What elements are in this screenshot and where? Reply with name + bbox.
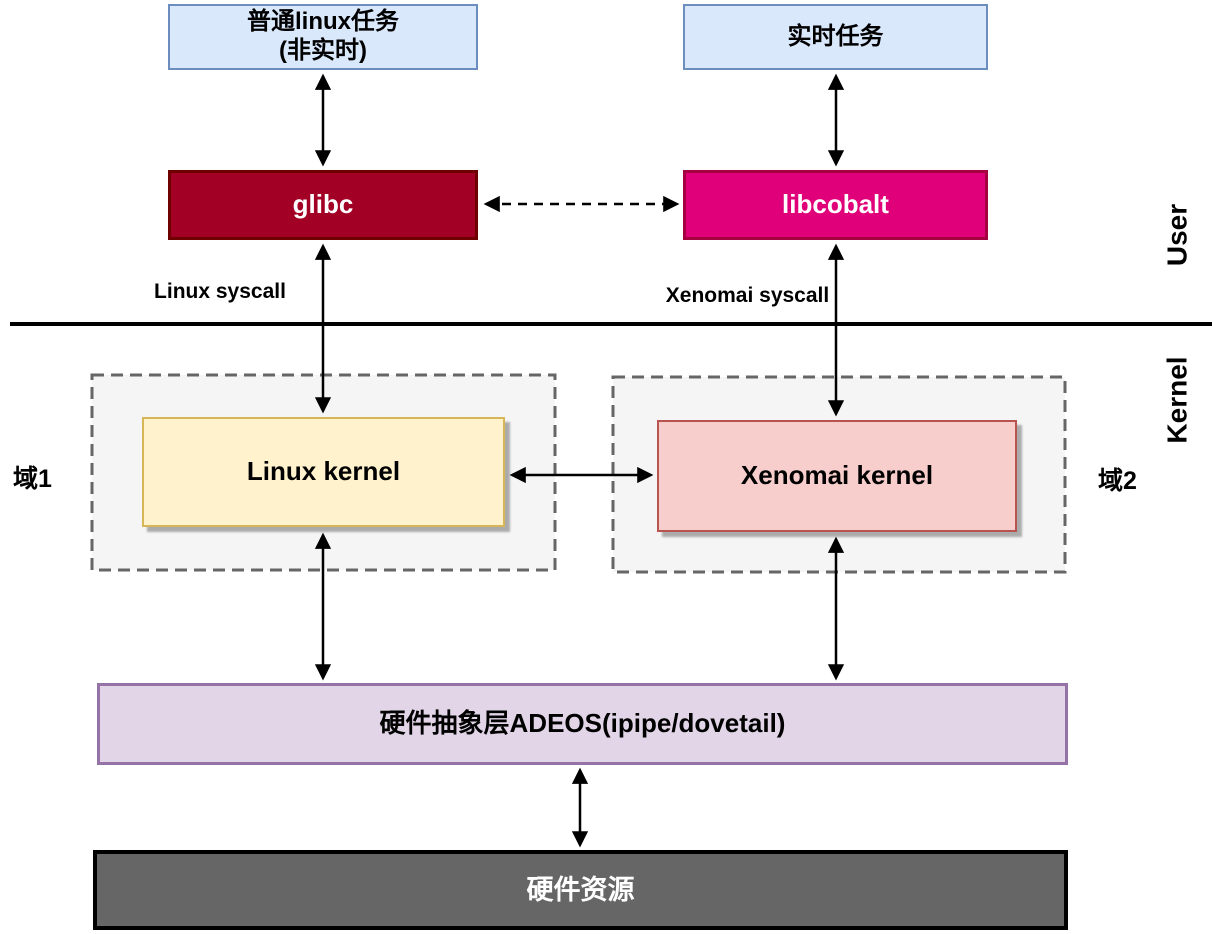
normal-linux-task-label-line1: 普通linux任务	[246, 8, 399, 36]
domain1-label: 域1	[13, 465, 52, 493]
hardware-resources-box: 硬件资源	[93, 850, 1068, 930]
libcobalt-box: libcobalt	[683, 170, 988, 240]
linux-kernel-box: Linux kernel	[142, 417, 505, 527]
xenomai-kernel-box: Xenomai kernel	[657, 420, 1017, 532]
glibc-box: glibc	[168, 170, 478, 240]
kernel-space-side-label: Kernel	[1161, 356, 1193, 444]
domain2-label: 域2	[1098, 467, 1137, 495]
libcobalt-label: libcobalt	[782, 189, 889, 220]
xenomai-syscall-label: Xenomai syscall	[665, 284, 830, 307]
realtime-task-box: 实时任务	[683, 4, 988, 70]
glibc-label: glibc	[292, 189, 354, 220]
hardware-resources-label: 硬件资源	[526, 874, 635, 905]
normal-linux-task-box: 普通linux任务 (非实时)	[168, 4, 478, 70]
linux-syscall-label: Linux syscall	[154, 280, 286, 303]
user-space-side-label: User	[1161, 203, 1193, 267]
normal-linux-task-label-line2: (非实时)	[279, 37, 367, 64]
adeos-hal-box: 硬件抽象层ADEOS(ipipe/dovetail)	[97, 683, 1068, 765]
linux-kernel-label: Linux kernel	[246, 456, 401, 487]
xenomai-kernel-label: Xenomai kernel	[740, 460, 934, 491]
realtime-task-label: 实时任务	[787, 22, 884, 50]
adeos-hal-label: 硬件抽象层ADEOS(ipipe/dovetail)	[379, 708, 786, 739]
